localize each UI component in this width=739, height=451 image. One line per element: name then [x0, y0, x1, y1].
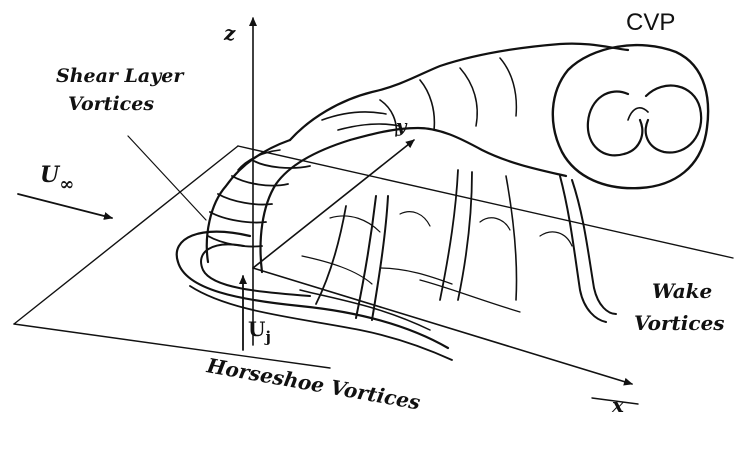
- x-axis-label: x: [611, 393, 625, 417]
- horseshoe-vortices-label: Horseshoe Vortices: [204, 353, 422, 414]
- shear-layer-label-line1: Shear Layer: [56, 65, 185, 87]
- freestream-velocity-label: U∞: [40, 162, 74, 195]
- ground-plane: [14, 146, 733, 404]
- wake-vortices-label-line1: Wake: [652, 279, 712, 303]
- wake-vortices-label-line2: Vortices: [634, 311, 725, 335]
- cvp-left-vortex: [588, 92, 642, 156]
- z-axis-label: z: [223, 21, 236, 45]
- shear-layer-leader: [128, 136, 206, 220]
- axes: [253, 18, 632, 384]
- cvp-label: CVP: [626, 9, 675, 36]
- jet-velocity-label: Uj: [248, 317, 271, 346]
- vortex-structures: [177, 44, 708, 360]
- cvp-outline: [553, 45, 708, 188]
- y-axis-label: y: [395, 116, 408, 137]
- cvp-right-vortex: [646, 86, 701, 153]
- shear-layer-label-line2: Vortices: [68, 93, 154, 115]
- y-axis-line: [253, 140, 414, 268]
- freestream-arrow: [18, 194, 112, 218]
